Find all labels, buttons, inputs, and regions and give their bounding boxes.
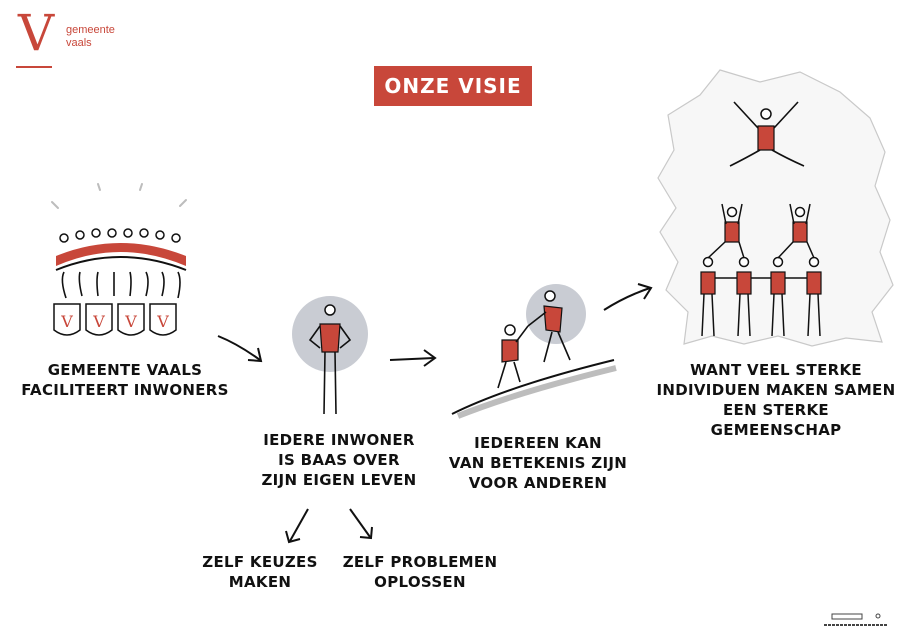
- step-1-line1: GEMEENTE VAALS: [47, 361, 203, 379]
- red-band: [56, 243, 186, 266]
- step-4-line2: INDIVIDUEN MAKEN SAMEN: [656, 381, 896, 399]
- logo-underline: [16, 66, 52, 68]
- step-3-line3: VOOR ANDEREN: [468, 474, 608, 492]
- step-4-caption: WANT VEEL STERKE INDIVIDUEN MAKEN SAMEN …: [656, 360, 896, 440]
- logo-letter: V: [18, 4, 55, 62]
- branch-2-line1: ZELF PROBLEMEN: [342, 553, 498, 571]
- shield-letter-2: V: [92, 312, 105, 331]
- helping-figures: [451, 284, 617, 419]
- branch-2-line2: OPLOSSEN: [374, 573, 466, 591]
- step-2-line3: ZIJN EIGEN LEVEN: [261, 471, 417, 489]
- step-2-caption: IEDERE INWONER IS BAAS OVER ZIJN EIGEN L…: [236, 430, 442, 490]
- credit-mark: [824, 613, 888, 626]
- step-1-caption: GEMEENTE VAALS FACILITEERT INWONERS: [14, 360, 236, 400]
- individual-figure: [292, 296, 368, 415]
- arrow-1: [217, 335, 263, 363]
- step-3-caption: IEDEREEN KAN VAN BETEKENIS ZIJN VOOR AND…: [446, 433, 630, 493]
- step-2-line2: IS BAAS OVER: [278, 451, 400, 469]
- shields: [53, 303, 177, 336]
- arrow-3: [603, 283, 653, 311]
- shield-letter-4: V: [156, 312, 169, 331]
- slope: [451, 359, 615, 415]
- shield-letter-1: V: [60, 312, 73, 331]
- cheer-marks: [51, 183, 187, 209]
- branch-arrows: [285, 508, 373, 544]
- step-2-line1: IEDERE INWONER: [263, 431, 415, 449]
- step-3-line1: IEDEREEN KAN: [474, 434, 602, 452]
- branch-1-caption: ZELF KEUZES MAKEN: [190, 552, 330, 592]
- branch-2-caption: ZELF PROBLEMEN OPLOSSEN: [340, 552, 500, 592]
- shield-letters: V V V V: [60, 312, 169, 331]
- arms: [61, 271, 181, 299]
- logo-name-line1: gemeente: [66, 24, 115, 36]
- page-title: ONZE VISIE: [374, 66, 532, 106]
- step-1-line2: FACILITEERT INWONERS: [21, 381, 229, 399]
- arrow-2: [389, 349, 437, 367]
- branch-1-line1: ZELF KEUZES: [202, 553, 318, 571]
- burst-outline: [657, 69, 894, 347]
- community-figures: [700, 101, 822, 337]
- shield-letter-3: V: [124, 312, 137, 331]
- logo: V gemeente vaals: [14, 4, 144, 70]
- branch-1-line2: MAKEN: [228, 573, 292, 591]
- heads: [59, 228, 181, 243]
- logo-name-line2: vaals: [66, 37, 92, 49]
- step-3-line2: VAN BETEKENIS ZIJN: [448, 454, 628, 472]
- step-4-line3: EEN STERKE GEMEENSCHAP: [710, 401, 842, 439]
- step-4-line1: WANT VEEL STERKE: [690, 361, 862, 379]
- group-people-shields: V V V V: [51, 183, 187, 336]
